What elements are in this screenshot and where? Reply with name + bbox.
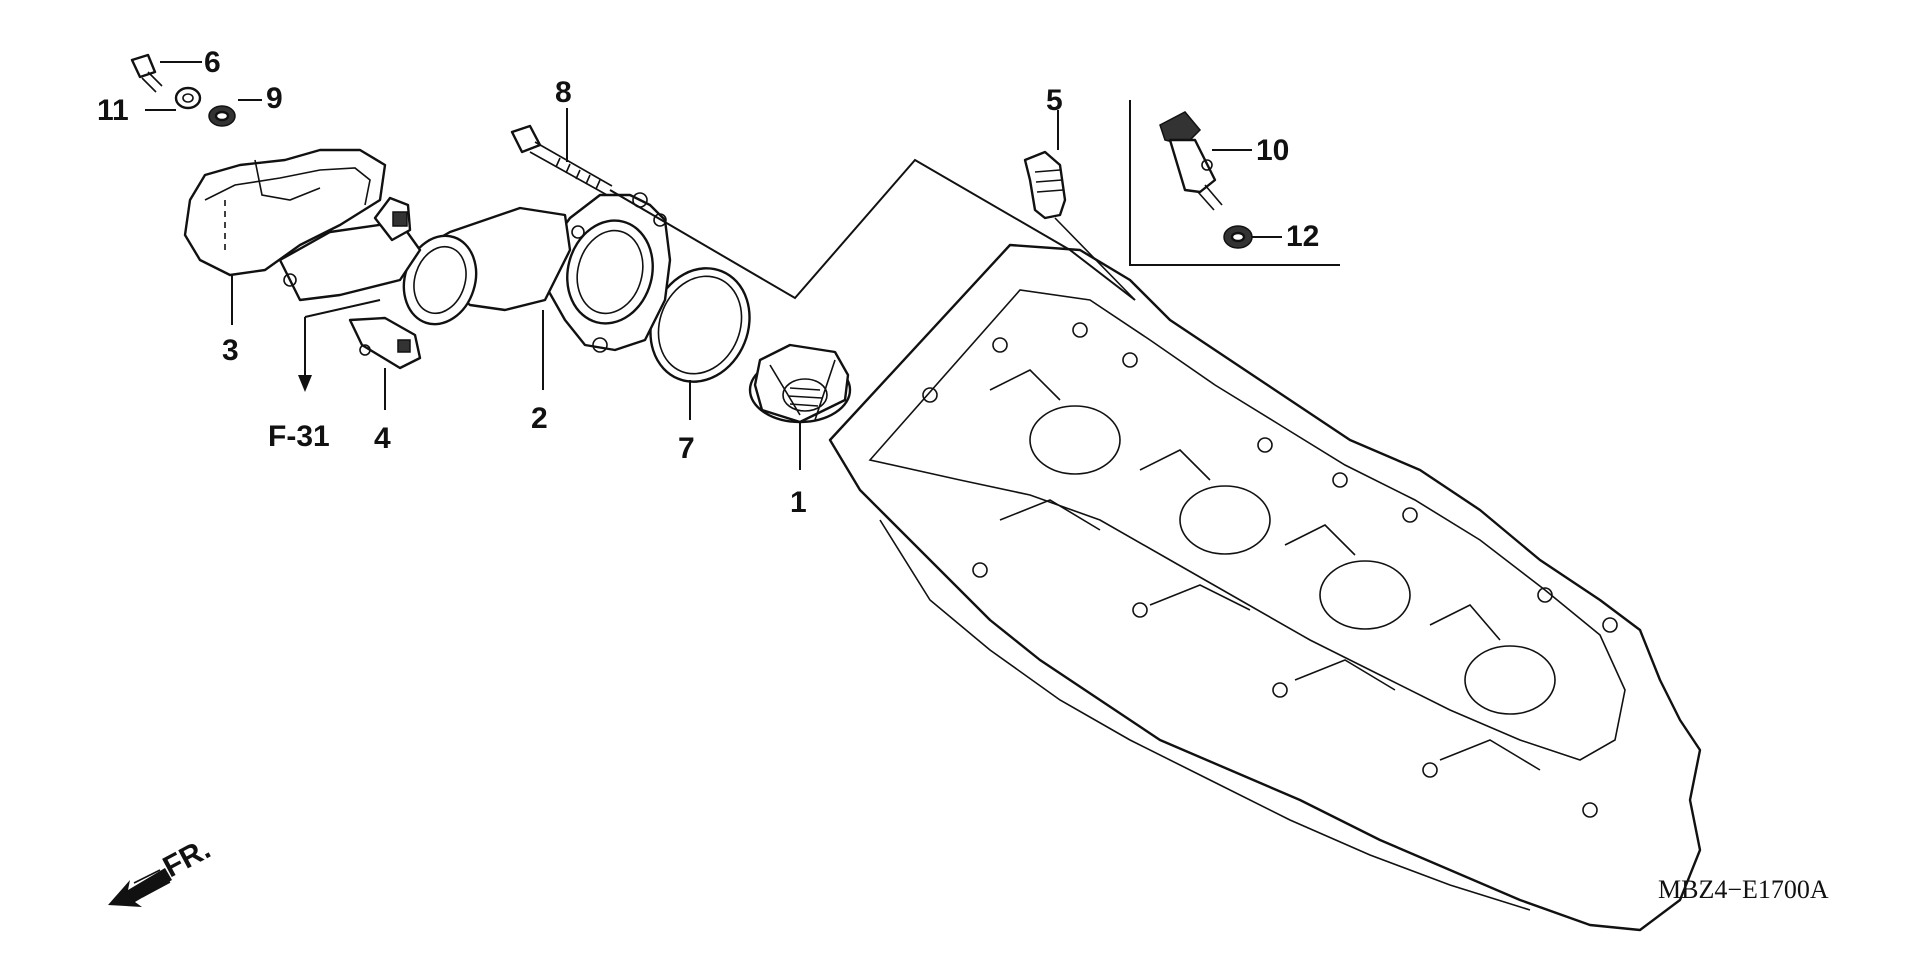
callout-9: 9 — [266, 82, 283, 115]
temperature-sensor — [1023, 150, 1136, 301]
water-temp-sensor — [1159, 111, 1223, 211]
front-arrow-icon — [108, 868, 172, 907]
grommet — [208, 105, 236, 127]
callout-8: 8 — [555, 76, 572, 109]
callout-5: 5 — [1046, 84, 1063, 117]
callout-4: 4 — [374, 422, 391, 455]
thermostat — [748, 343, 852, 424]
inset-box — [1129, 100, 1340, 266]
water-pipe — [278, 196, 422, 370]
callout-6: 6 — [204, 46, 221, 79]
reference-label: F-31 — [268, 420, 330, 453]
hose-cover — [183, 148, 387, 277]
leader-lines — [145, 61, 1282, 470]
cylinder-head — [828, 243, 1702, 932]
callout-2: 2 — [531, 402, 548, 435]
drawing-code: MBZ4−E1700A — [1658, 875, 1829, 904]
callout-1: 1 — [790, 486, 807, 519]
small-bolt — [130, 53, 163, 93]
callout-11: 11 — [97, 94, 129, 127]
callout-7: 7 — [678, 432, 695, 465]
collar — [174, 86, 202, 110]
thermostat-cover — [402, 192, 672, 353]
callout-3: 3 — [222, 334, 239, 367]
flange-bolt — [510, 124, 613, 196]
callout-12: 12 — [1286, 220, 1319, 253]
sealing-washer — [1223, 225, 1253, 249]
callout-10: 10 — [1256, 134, 1289, 167]
